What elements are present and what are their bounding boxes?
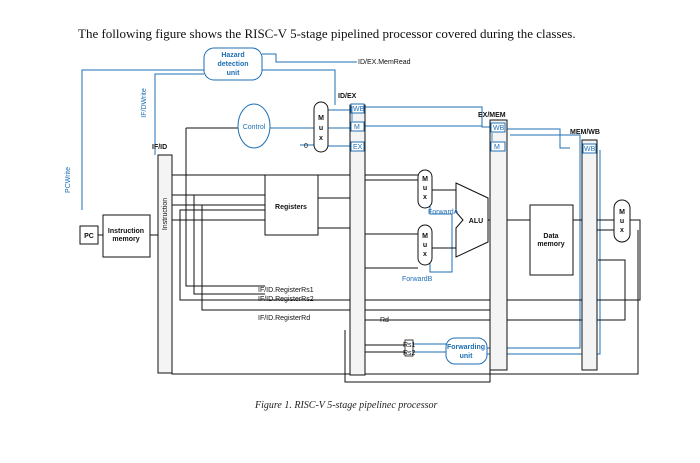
- intro-text: The following figure shows the RISC-V 5-…: [78, 26, 576, 41]
- ifid-rs1-label: IF/ID.RegisterRs1: [258, 287, 314, 294]
- mux-b-letter-u: u: [423, 242, 427, 249]
- idex-m-field: M: [354, 124, 360, 131]
- mux-a-letter-u: u: [423, 185, 427, 192]
- control-mux-letter-u: u: [319, 125, 323, 132]
- wb-mux-letter-u: u: [620, 218, 624, 225]
- rs-field-box: [404, 339, 414, 357]
- memwb-label: MEM/WB: [570, 129, 600, 136]
- exmem-label: EX/MEM: [478, 112, 506, 119]
- dmem-label-1: Data: [543, 233, 558, 240]
- pc-label: PC: [84, 233, 94, 240]
- pcwrite-label: PCWrite: [65, 167, 72, 193]
- forwarding-unit: [445, 337, 488, 365]
- ifid-register: [157, 154, 173, 374]
- fwd-label-1: Forwarding: [447, 344, 485, 351]
- pipeline-registers: [157, 104, 598, 376]
- wb-mux-letter-m: M: [619, 209, 625, 216]
- writeback-mux: [613, 199, 631, 243]
- zero-label: 0: [304, 143, 308, 150]
- idex-memread-label: ID/EX.MemRead: [358, 59, 411, 66]
- hazard-label-1: Hazard: [221, 52, 244, 59]
- hazard-label-3: unit: [227, 70, 240, 77]
- alu: [455, 182, 489, 258]
- rs2-label: Rs2: [403, 350, 416, 357]
- imem-label-2: memory: [112, 236, 139, 243]
- idex-fields: [350, 103, 597, 154]
- instruction-memory: [102, 214, 151, 258]
- hazard-wiring: [81, 53, 601, 355]
- hazard-detection-unit: [203, 47, 263, 81]
- registers-label: Registers: [275, 204, 307, 211]
- ifid-label: IF/ID: [152, 144, 167, 151]
- imem-label-1: Instruction: [108, 228, 144, 235]
- alu-label: ALU: [469, 218, 483, 225]
- instruction-label: Instruction: [162, 198, 169, 230]
- forward-a-label: ForwardA: [428, 209, 459, 216]
- mux-b-letter-x: x: [423, 251, 427, 258]
- register-file: [264, 174, 319, 236]
- control-mux: [313, 101, 329, 153]
- exmem-register: [489, 119, 508, 371]
- rd-label: Rd: [380, 317, 389, 324]
- dmem-label-2: memory: [537, 241, 564, 248]
- wb-mux-letter-x: x: [620, 227, 624, 234]
- figure-caption: Figure 1. RISC-V 5-stage pipelinec proce…: [255, 400, 438, 411]
- rs1-label: Rs1: [403, 342, 416, 349]
- forward-b-mux: [417, 224, 433, 266]
- idex-ex-field: EX: [353, 144, 363, 151]
- idex-label: ID/EX: [338, 93, 357, 100]
- pc-register: [79, 225, 99, 245]
- mux-a-letter-m: M: [422, 176, 428, 183]
- memwb-register: [581, 139, 598, 371]
- ifid-rs2-label: IF/ID.RegisterRs2: [258, 296, 314, 303]
- control-label: Control: [243, 124, 266, 131]
- exmem-m-field: M: [494, 144, 500, 151]
- ifidwrite-label: IF/DWrite: [141, 88, 148, 118]
- mux-a-letter-x: x: [423, 194, 427, 201]
- idex-wb-field: WB: [353, 106, 365, 113]
- forward-a-mux: [417, 169, 433, 209]
- data-memory: [529, 204, 574, 276]
- forward-b-label: ForwardB: [402, 276, 433, 283]
- mux-b-letter-m: M: [422, 233, 428, 240]
- hazard-label-2: detection: [217, 61, 248, 68]
- exmem-wb-field: WB: [493, 125, 505, 132]
- fwd-label-2: unit: [460, 353, 473, 360]
- control-unit: [237, 103, 271, 149]
- ifid-rd-label: IF/ID.RegisterRd: [258, 315, 310, 322]
- control-mux-letter-m: M: [318, 115, 324, 122]
- memwb-wb-field: WB: [584, 146, 596, 153]
- control-mux-letter-x: x: [319, 135, 323, 142]
